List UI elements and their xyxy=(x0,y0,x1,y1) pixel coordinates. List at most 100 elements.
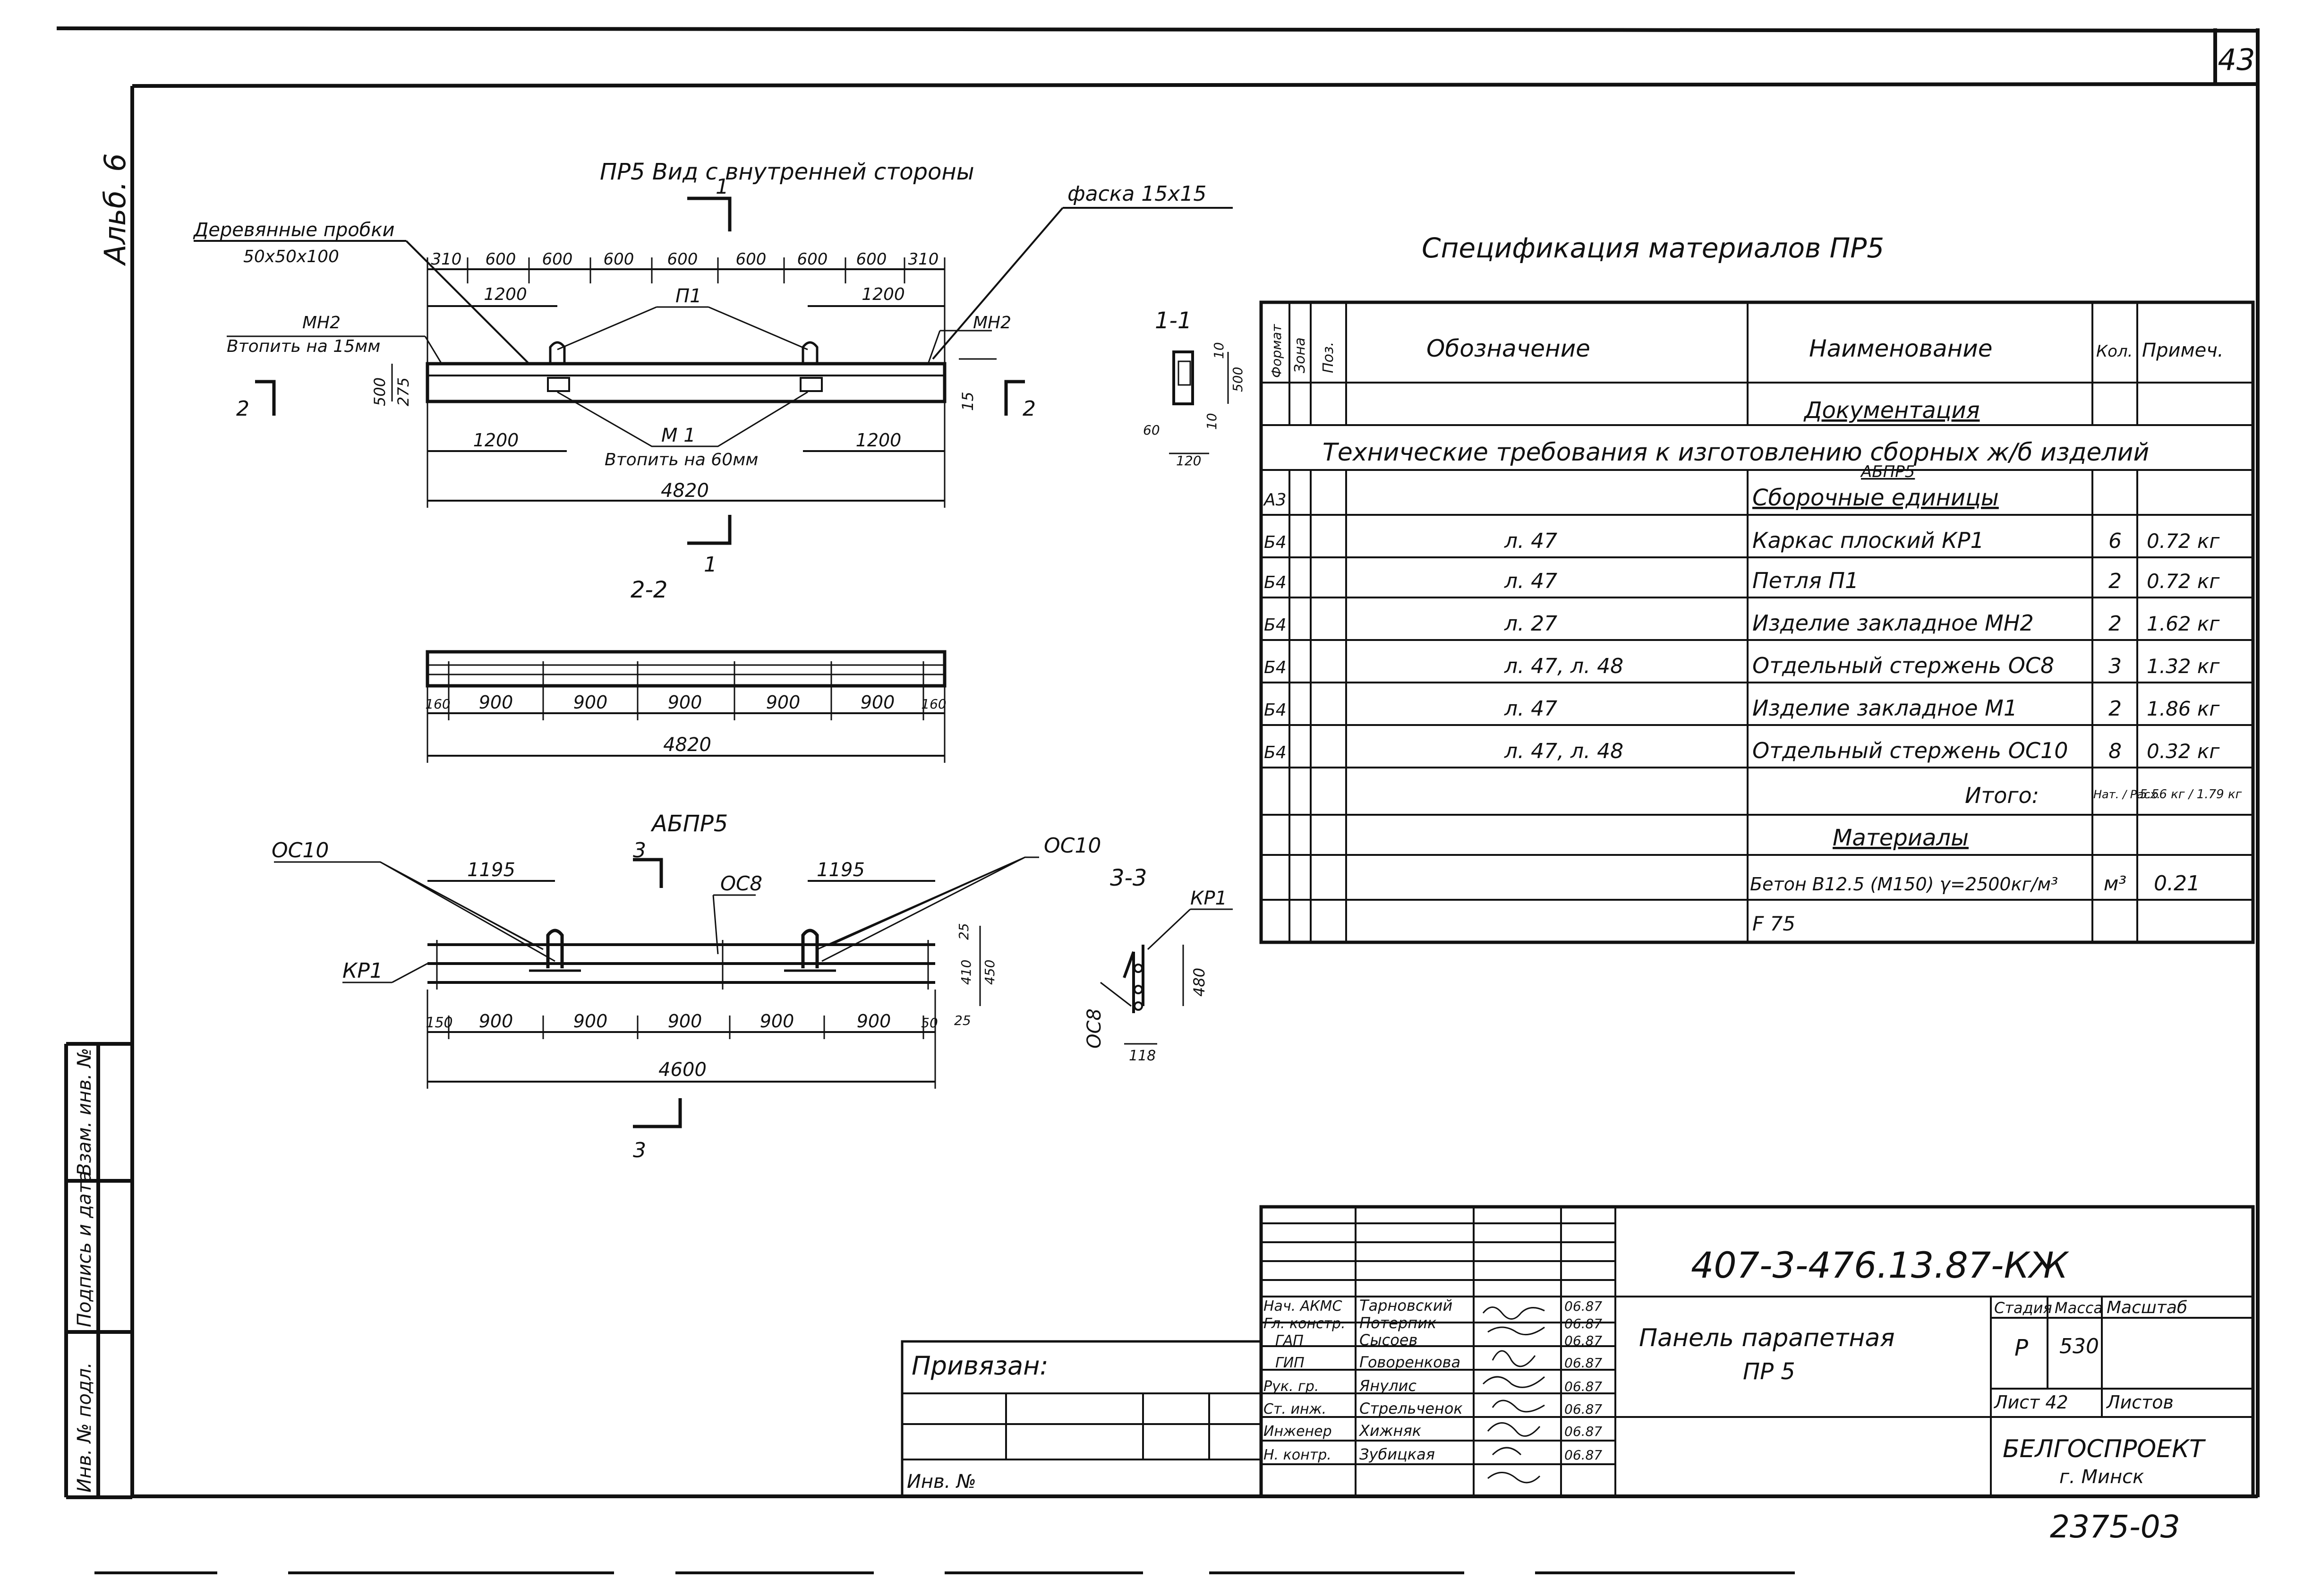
view-title: ПР5 Вид с внутренней стороны xyxy=(600,159,974,185)
dim-900-5-c: 900 xyxy=(857,1011,891,1032)
dim-1195-left: 1195 xyxy=(467,859,515,881)
spec-row: Б4 л. 47 Каркас плоский КР1 6 0.72 кг xyxy=(1264,528,2220,553)
dim-900-3-c: 900 xyxy=(668,1011,702,1032)
spec-row: Б4 л. 47, л. 48 Отдельный стержень ОС10 … xyxy=(1264,738,2220,763)
role-2: ГАП xyxy=(1275,1332,1304,1349)
stamp-person-row: Нач. АКМС Тарновский 06.87 xyxy=(1263,1297,1602,1314)
date-7: 06.87 xyxy=(1564,1447,1602,1463)
section-3-3-oc8: ОС8 xyxy=(1084,1008,1105,1049)
cage-abpr5: АБПР5 ОС10 ОС10 1195 1195 3 ОС8 КР1 xyxy=(272,811,1101,1162)
m1-note: Втопить на 60мм xyxy=(605,450,758,469)
scale-header: Масштаб xyxy=(2107,1298,2187,1317)
row-total-note: 5.56 кг / 1.79 кг xyxy=(2140,787,2242,802)
hdr-pos: Поз. xyxy=(1320,342,1337,373)
spec-row: Б4 л. 47 Петля П1 2 0.72 кг xyxy=(1264,568,2220,593)
dim-160-left-2: 160 xyxy=(425,696,450,712)
person-0: Тарновский xyxy=(1359,1297,1452,1314)
date-4: 06.87 xyxy=(1564,1379,1602,1394)
stamp-person-row: ГАП Сысоев 06.87 xyxy=(1275,1331,1602,1349)
date-5: 06.87 xyxy=(1564,1401,1602,1417)
person-5: Стрельченок xyxy=(1359,1400,1463,1417)
kp1-label: КР1 xyxy=(342,959,383,983)
section-3-3: 3-3 КР1 480 ОС8 118 xyxy=(1084,865,1233,1064)
specification-table: Спецификация материалов ПР5 xyxy=(1259,232,2255,944)
dim-150: 150 xyxy=(426,1015,452,1031)
dim-60-section: 60 xyxy=(1143,422,1160,438)
row-assembly-units: Сборочные единицы xyxy=(1752,485,1999,511)
org-name: БЕЛГОСПРОЕКТ xyxy=(2003,1435,2206,1463)
row6-name: Отдельный стержень ОС10 xyxy=(1752,738,2068,763)
dim-1200-bottom-right: 1200 xyxy=(856,430,902,451)
row6-designation: л. 47, л. 48 xyxy=(1504,739,1623,763)
section-2-2: 2-2 160 900 900 900 900 900 160 4820 xyxy=(425,577,947,763)
row2-qty: 2 xyxy=(2108,569,2122,593)
row2-note: 0.72 кг xyxy=(2147,570,2220,593)
section-mark-top: 1 xyxy=(716,175,729,199)
p1-label: П1 xyxy=(675,285,702,307)
hdr-zone: Зона xyxy=(1292,337,1308,373)
stamp-person-row: Гл. констр. Потерпик 06.87 xyxy=(1263,1314,1602,1332)
person-7: Зубицкая xyxy=(1359,1445,1435,1463)
section-3-3-kp1: КР1 xyxy=(1190,888,1227,909)
dim-600-4: 600 xyxy=(667,250,698,269)
hdr-qty: Кол. xyxy=(2096,342,2133,361)
dim-500-height: 500 xyxy=(371,377,389,406)
dim-10-bottom: 10 xyxy=(1204,413,1220,430)
section-1-1: 1-1 10 500 60 10 120 xyxy=(1143,307,1246,469)
row4-note: 1.32 кг xyxy=(2147,655,2220,678)
oc10-left: ОС10 xyxy=(272,838,329,862)
dim-310-left: 310 xyxy=(431,250,462,269)
document-code: 407-3-476.13.87-КЖ xyxy=(1691,1244,2069,1286)
dim-900-4-c: 900 xyxy=(760,1011,794,1032)
row-abpr5-over: АБПР5 xyxy=(1860,462,1915,481)
mn2-left-label: МН2 xyxy=(302,313,341,333)
dim-600-6: 600 xyxy=(797,250,828,269)
row4-designation: л. 47, л. 48 xyxy=(1504,654,1623,678)
dim-500-section: 500 xyxy=(1230,367,1246,392)
person-6: Хижняк xyxy=(1358,1422,1422,1440)
dim-900-2-c: 900 xyxy=(573,1011,608,1032)
dim-900-2-2: 900 xyxy=(573,692,608,713)
row-concrete-name: Бетон В12.5 (М150) γ=2500кг/м³ xyxy=(1750,874,2058,895)
row-materials: Материалы xyxy=(1833,825,1969,851)
total-4600: 4600 xyxy=(658,1059,707,1081)
dim-450: 450 xyxy=(982,960,998,985)
footer-number: 2375-03 xyxy=(2050,1509,2180,1545)
row-f75: F 75 xyxy=(1752,912,1795,935)
date-0: 06.87 xyxy=(1564,1298,1602,1314)
total-4820-view: 4820 xyxy=(661,480,709,502)
row5-note: 1.86 кг xyxy=(2147,697,2220,720)
row5-name: Изделие закладное М1 xyxy=(1752,695,2017,721)
dim-480: 480 xyxy=(1190,968,1208,997)
sheet-value: Лист 42 xyxy=(1993,1392,2068,1413)
row1-designation: л. 47 xyxy=(1504,529,1557,553)
wooden-plugs-label: Деревянные пробки xyxy=(193,219,395,241)
dim-410: 410 xyxy=(958,960,974,985)
dim-10-top: 10 xyxy=(1211,342,1227,359)
stamp-person-row: ГИП Говоренкова 06.87 xyxy=(1275,1353,1602,1371)
dim-900-3-2: 900 xyxy=(668,692,702,713)
oc8-label: ОС8 xyxy=(720,872,762,895)
dim-120-section: 120 xyxy=(1176,453,1201,469)
dim-600-5: 600 xyxy=(736,250,767,269)
date-2: 06.87 xyxy=(1564,1333,1602,1348)
mass-header: Масса xyxy=(2055,1299,2103,1317)
dim-900-1-2: 900 xyxy=(479,692,513,713)
row1-name: Каркас плоский КР1 xyxy=(1752,528,1984,553)
product-code: ПР 5 xyxy=(1743,1358,1795,1385)
stamp-person-row: Рук. гр. Янулис 06.87 xyxy=(1263,1377,1602,1395)
sheet-number: 43 xyxy=(2218,43,2255,77)
m1-label: М 1 xyxy=(661,425,696,446)
stamp-person-row: Ст. инж. Стрельченок 06.87 xyxy=(1263,1400,1602,1417)
row2-fmt: Б4 xyxy=(1264,573,1287,592)
mn2-left-note: Втопить на 15мм xyxy=(227,337,380,356)
product-name: Панель парапетная xyxy=(1639,1324,1895,1352)
section3-top: 3 xyxy=(633,838,646,862)
row1-qty: 6 xyxy=(2108,529,2122,553)
margin-label-replace: Взам. инв. № xyxy=(74,1048,95,1176)
hdr-format: Формат xyxy=(1269,324,1284,378)
row1-fmt: Б4 xyxy=(1264,533,1287,552)
row1-note: 0.72 кг xyxy=(2147,529,2220,553)
role-4: Рук. гр. xyxy=(1263,1378,1319,1395)
section-mark-bottom: 1 xyxy=(704,553,717,577)
